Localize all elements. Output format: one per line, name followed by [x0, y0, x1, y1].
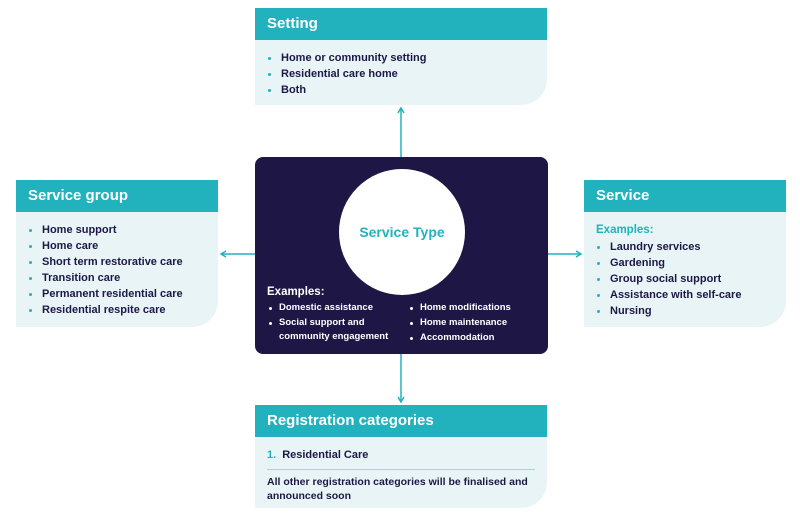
service-examples-label: Examples:: [596, 224, 654, 236]
registration-item-label: Residential Care: [282, 449, 369, 461]
service-type-list-left: Domestic assistance Social support and c…: [267, 301, 409, 345]
service-type-title: Service Type: [359, 224, 445, 240]
list-item: Group social support: [596, 271, 774, 287]
service-type-box: Service Type Examples: Domestic assistan…: [255, 157, 548, 354]
service-group-list: Home support Home care Short term restor…: [28, 222, 206, 318]
list-item: Assistance with self-care: [596, 287, 774, 303]
list-item: Social support and community engagement: [267, 316, 409, 344]
list-item: Home or community setting: [267, 50, 535, 66]
setting-title: Setting: [255, 8, 547, 40]
list-item: Home care: [28, 238, 206, 254]
list-item: Short term restorative care: [28, 254, 206, 270]
registration-item: 1. Residential Care: [267, 447, 535, 470]
list-item: Laundry services: [596, 239, 774, 255]
setting-card: Setting Home or community setting Reside…: [255, 8, 547, 105]
list-item: Gardening: [596, 255, 774, 271]
list-item: Permanent residential care: [28, 286, 206, 302]
registration-item-number: 1.: [267, 449, 277, 461]
list-item: Home support: [28, 222, 206, 238]
list-item: Nursing: [596, 303, 774, 319]
service-card: Service Examples: Laundry services Garde…: [584, 180, 786, 327]
service-group-card: Service group Home support Home care Sho…: [16, 180, 218, 327]
list-item: Domestic assistance: [267, 301, 409, 315]
list-item: Transition care: [28, 270, 206, 286]
registration-card: Registration categories 1. Residential Ca…: [255, 405, 547, 508]
service-list: Laundry services Gardening Group social …: [596, 239, 774, 319]
setting-list: Home or community setting Residential ca…: [267, 50, 535, 98]
service-title: Service: [584, 180, 786, 212]
list-item: Accommodation: [408, 331, 544, 345]
service-group-title: Service group: [16, 180, 218, 212]
list-item: Home modifications: [408, 301, 544, 315]
list-item: Home maintenance: [408, 316, 544, 330]
registration-note: All other registration categories will b…: [267, 476, 528, 502]
service-type-examples-label: Examples:: [267, 286, 325, 298]
list-item: Both: [267, 82, 535, 98]
service-type-list-right: Home modifications Home maintenance Acco…: [408, 301, 544, 346]
list-item: Residential care home: [267, 66, 535, 82]
service-type-circle: Service Type: [339, 169, 465, 295]
registration-title: Registration categories: [255, 405, 547, 437]
list-item: Residential respite care: [28, 302, 206, 318]
